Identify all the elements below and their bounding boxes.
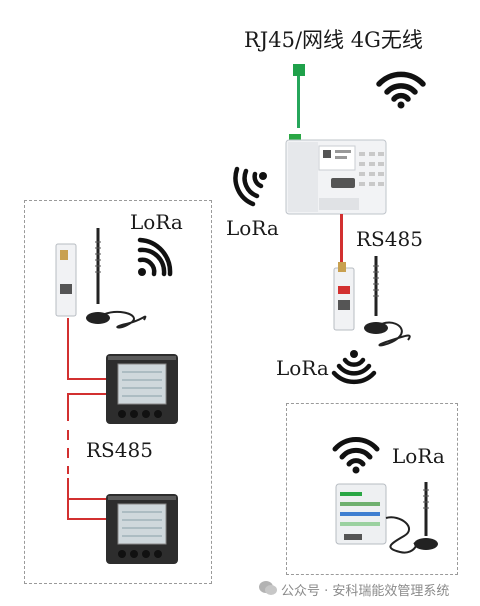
left-bus-wire-dash-1 <box>67 430 69 440</box>
left-bus-wire-b-v <box>67 393 69 421</box>
left-bus-wire-d <box>67 498 109 500</box>
wechat-logo-icon <box>259 581 277 595</box>
collector-lora-label: LoRa <box>276 356 329 380</box>
watermark-text: 公众号 · 安科瑞能效管理系统 <box>281 584 450 599</box>
gateway-rs485-label: RS485 <box>356 227 423 251</box>
left-bus-wire-c-h <box>67 518 109 520</box>
rj45-connector <box>293 64 305 76</box>
left-bus-wire-b <box>67 393 109 395</box>
right-wifi-icon <box>332 437 380 474</box>
gateway-lora-label: LoRa <box>226 216 279 240</box>
left-collector-device <box>55 228 147 329</box>
gateway-rs485-wire <box>340 214 343 264</box>
meter-1 <box>106 354 178 424</box>
left-bus-wire-dash-2 <box>67 448 69 458</box>
meter-2 <box>106 494 178 564</box>
uplink-label: RJ45/网线 4G无线 <box>244 28 423 52</box>
right-lora-label: LoRa <box>392 444 445 468</box>
left-group-box <box>24 200 212 584</box>
left-rs485-label: RS485 <box>86 438 153 462</box>
left-bus-wire-dash-3 <box>67 466 69 474</box>
left-bus-wire-a <box>67 318 69 380</box>
ethernet-cable <box>297 76 300 128</box>
left-lora-label: LoRa <box>130 210 183 234</box>
left-lora-wave-icon <box>137 237 173 277</box>
collector-lora-wave-icon <box>331 350 377 385</box>
collector-device <box>333 256 411 347</box>
gateway-device <box>285 134 387 215</box>
right-collector-device <box>335 482 438 554</box>
left-bus-wire-a-h1 <box>67 378 109 380</box>
gateway-lora-wave-icon <box>233 166 267 207</box>
right-group-box <box>286 403 458 575</box>
wifi-4g-icon <box>376 71 426 109</box>
